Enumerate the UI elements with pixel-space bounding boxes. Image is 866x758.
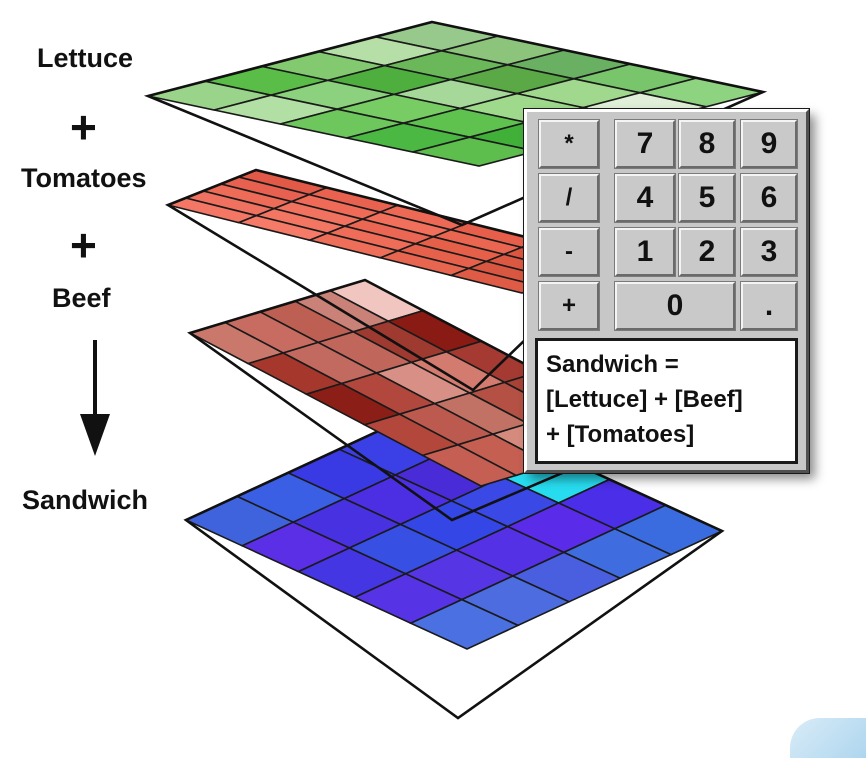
map-algebra-calculator: * 7 8 9 / 4 5 6 - 1 2 3 + 0 . Sandwich =… [524, 109, 809, 473]
formula-line: + [Tomatoes] [546, 421, 695, 448]
sandwich-raster-layer [183, 400, 725, 720]
key-1[interactable]: 1 [615, 228, 675, 276]
formula-line: [Lettuce] + [Beef] [546, 386, 743, 413]
key-2[interactable]: 2 [679, 228, 735, 276]
key-4[interactable]: 4 [615, 174, 675, 222]
formula-display: Sandwich = [Lettuce] + [Beef] + [Tomatoe… [535, 338, 798, 464]
plus-key[interactable]: + [539, 282, 599, 330]
tomatoes-cell [448, 267, 543, 294]
plus-sign: + [70, 101, 97, 153]
lettuce-label: Lettuce [37, 43, 134, 73]
key-9[interactable]: 9 [741, 120, 797, 168]
formula-line: Sandwich = [546, 351, 679, 378]
multiply-key[interactable]: * [539, 120, 599, 168]
plus-sign: + [70, 219, 97, 271]
down-arrow [80, 340, 110, 456]
layer-outline [183, 400, 725, 720]
key-5[interactable]: 5 [679, 174, 735, 222]
lettuce-cell [412, 136, 537, 167]
lettuce-raster-layer [143, 20, 768, 227]
tomatoes-label: Tomatoes [21, 163, 147, 193]
key-7[interactable]: 7 [615, 120, 675, 168]
decimal-key[interactable]: . [741, 282, 797, 330]
sandwich-label: Sandwich [22, 485, 149, 515]
sandwich-cell [408, 598, 520, 650]
divide-key[interactable]: / [539, 174, 599, 222]
beef-cell [420, 443, 519, 487]
layer-outline [143, 20, 768, 227]
key-3[interactable]: 3 [741, 228, 797, 276]
minus-key[interactable]: - [539, 228, 599, 276]
corner-decoration [790, 718, 866, 758]
key-0[interactable]: 0 [615, 282, 735, 330]
key-6[interactable]: 6 [741, 174, 797, 222]
key-8[interactable]: 8 [679, 120, 735, 168]
beef-label: Beef [52, 283, 111, 313]
layer-outline [165, 168, 613, 392]
